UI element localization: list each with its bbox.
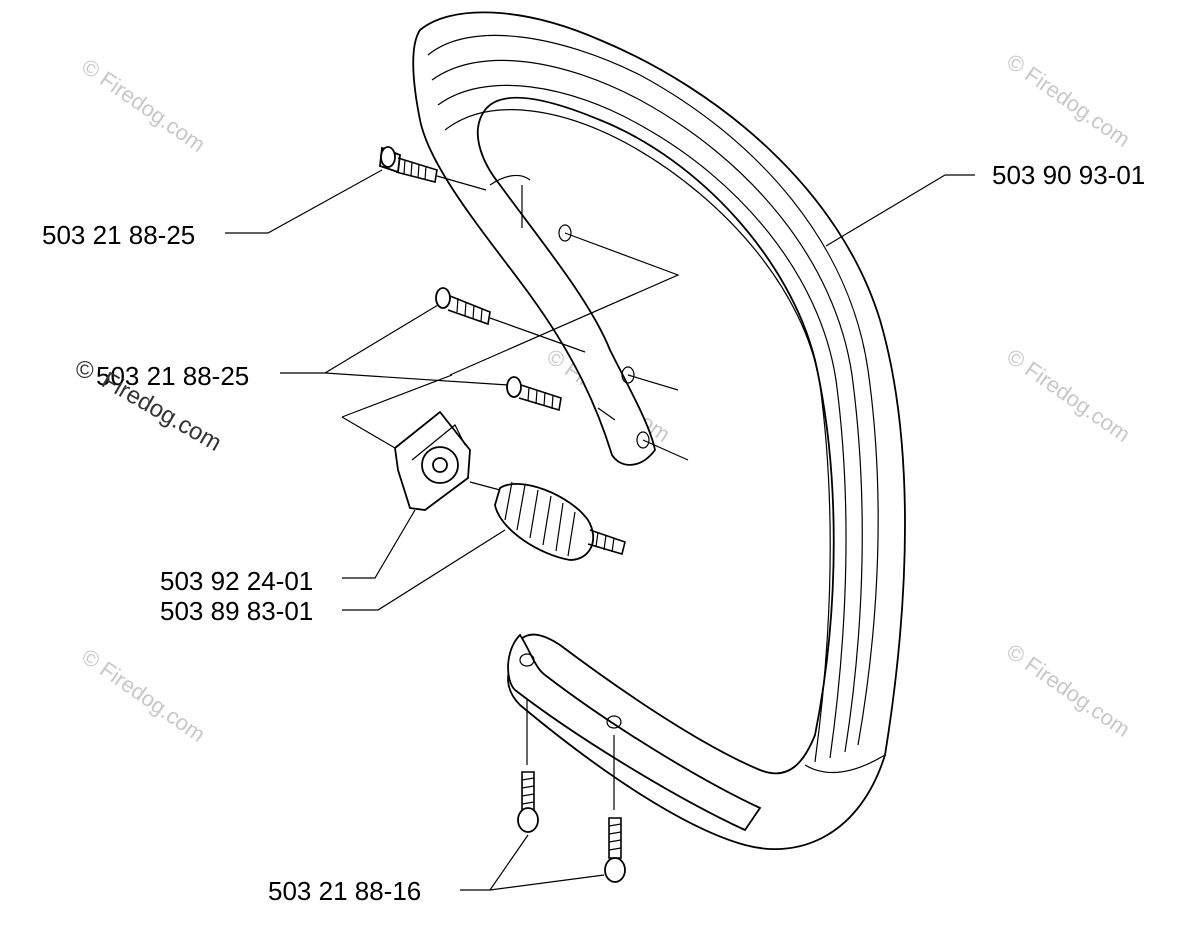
front-handle [412,11,906,850]
watermark: © Firedog.com [1002,49,1135,152]
part-label-damper-spring: 503 89 83-01 [160,596,313,626]
part-label-bracket: 503 92 24-01 [160,566,313,596]
watermark: © Firedog.com [1002,344,1135,447]
screw-top [379,146,487,191]
watermark: © Firedog.com [77,54,210,157]
screw-bottom-a [517,700,539,833]
part-label-screw-top: 503 21 88-25 [42,220,195,250]
copyright-icon: © [76,357,94,384]
part-label-screws-bottom: 503 21 88-16 [268,876,421,906]
screw-middle-a [435,287,586,353]
part-labels: 503 90 93-01 503 21 88-25 503 21 88-25 5… [42,160,1145,906]
watermark: © Firedog.com [1002,639,1135,742]
part-label-handle: 503 90 93-01 [992,160,1145,190]
screw-bottom-b [604,735,626,883]
bracket [341,374,471,511]
screw-middle-b [506,376,616,421]
watermark: © Firedog.com [77,644,210,747]
leader-lines [225,169,975,891]
part-label-screws-middle: 503 21 88-25 [96,361,249,391]
damper-spring [469,481,626,561]
